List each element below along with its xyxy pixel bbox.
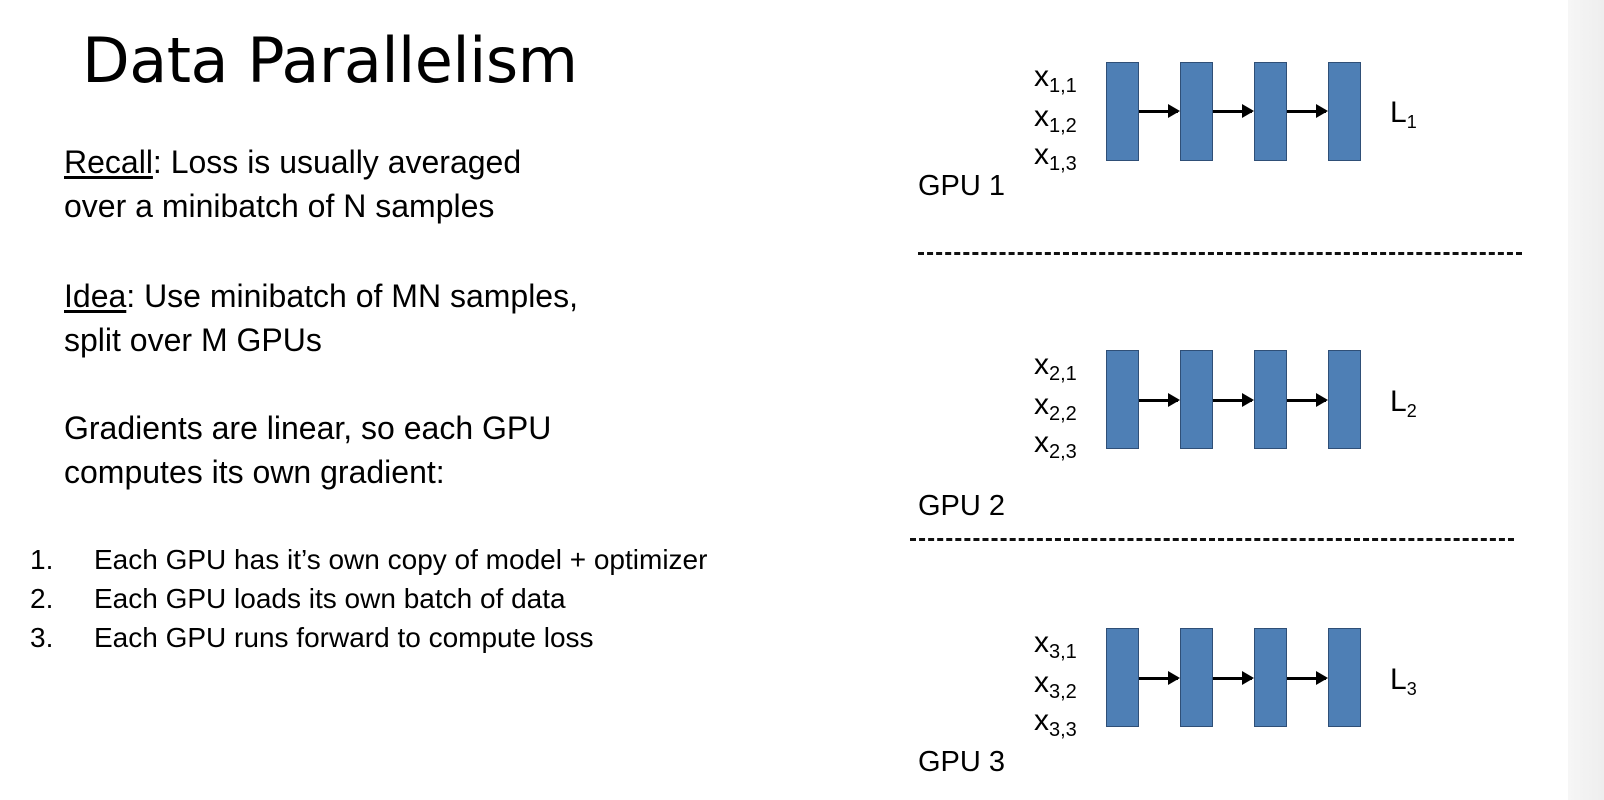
- step-text: Each GPU loads its own batch of data: [94, 583, 566, 614]
- gpu-1-layer-2: [1180, 62, 1213, 161]
- gpu-2-input-2: x2,2: [1034, 388, 1077, 425]
- gpu-3-layer-2: [1180, 628, 1213, 727]
- recall-line-1: Recall: Loss is usually averaged: [64, 140, 784, 184]
- idea-line-1: Idea: Use minibatch of MN samples,: [64, 274, 784, 318]
- input-subscript: 1,1: [1049, 75, 1077, 97]
- loss-subscript: 3: [1406, 679, 1417, 699]
- idea-paragraph: Idea: Use minibatch of MN samples, split…: [64, 274, 784, 362]
- idea-label: Idea: [64, 278, 127, 314]
- input-subscript: 2,3: [1049, 441, 1077, 463]
- gpu-2-arrow-1: [1139, 393, 1180, 407]
- gpu-3-input-3: x3,3: [1034, 704, 1077, 741]
- gpu-3-layer-3: [1254, 628, 1287, 727]
- slide-right-edge: [1568, 0, 1604, 800]
- idea-text-1: : Use minibatch of MN samples,: [126, 278, 578, 314]
- gpu-1-input-3: x1,3: [1034, 138, 1077, 175]
- steps-list: 1. Each GPU has it’s own copy of model + …: [30, 540, 820, 657]
- gpu-3-arrow-1: [1139, 671, 1180, 685]
- recall-line-2: over a minibatch of N samples: [64, 188, 495, 224]
- gpu-2-layer-1: [1106, 350, 1139, 449]
- gpu-2-input-1: x2,1: [1034, 348, 1077, 385]
- gpu-3-arrow-2: [1213, 671, 1254, 685]
- gpu-1-input-2: x1,2: [1034, 100, 1077, 137]
- step-number: 3.: [30, 622, 54, 653]
- gpu-1-arrow-2: [1213, 104, 1254, 118]
- gpu-3-input-1: x3,1: [1034, 626, 1077, 663]
- gpu-3-layer-1: [1106, 628, 1139, 727]
- gpu-2-loss: L2: [1390, 385, 1417, 421]
- gpu-2-arrow-2: [1213, 393, 1254, 407]
- input-symbol: x: [1034, 60, 1049, 93]
- loss-symbol: L: [1390, 385, 1407, 418]
- input-symbol: x: [1034, 348, 1049, 381]
- gpu-1-layer-3: [1254, 62, 1287, 161]
- gpu-2-label: GPU 2: [918, 490, 1006, 522]
- input-symbol: x: [1034, 704, 1049, 737]
- gpu-1-arrow-3: [1287, 104, 1328, 118]
- gpu-3-arrow-3: [1287, 671, 1328, 685]
- input-subscript: 1,3: [1049, 153, 1077, 175]
- input-subscript: 3,1: [1049, 641, 1077, 663]
- recall-paragraph: Recall: Loss is usually averaged over a …: [64, 140, 784, 228]
- slide-title: Data Parallelism: [82, 24, 578, 97]
- loss-subscript: 1: [1406, 112, 1417, 132]
- gpu-2-layer-3: [1254, 350, 1287, 449]
- gpu-3-input-2: x3,2: [1034, 666, 1077, 703]
- recall-label: Recall: [64, 144, 153, 180]
- loss-subscript: 2: [1406, 401, 1417, 421]
- gradients-paragraph: Gradients are linear, so each GPU comput…: [64, 406, 784, 494]
- input-symbol: x: [1034, 100, 1049, 133]
- input-symbol: x: [1034, 666, 1049, 699]
- gpu-3-layer-4: [1328, 628, 1361, 727]
- loss-symbol: L: [1390, 663, 1407, 696]
- input-symbol: x: [1034, 626, 1049, 659]
- step-number: 2.: [30, 583, 54, 614]
- step-text: Each GPU has it’s own copy of model + op…: [94, 544, 708, 575]
- input-subscript: 2,1: [1049, 363, 1077, 385]
- gradients-line-1: Gradients are linear, so each GPU: [64, 410, 552, 446]
- gpu-3-loss: L3: [1390, 663, 1417, 699]
- step-number: 1.: [30, 544, 54, 575]
- gpu-1-loss: L1: [1390, 96, 1417, 132]
- gpu-1-input-1: x1,1: [1034, 60, 1077, 97]
- gpu-2-arrow-3: [1287, 393, 1328, 407]
- gpu-1-layer-4: [1328, 62, 1361, 161]
- recall-text-1: : Loss is usually averaged: [152, 144, 522, 180]
- gpu-divider-2: [910, 538, 1514, 541]
- input-subscript: 1,2: [1049, 115, 1077, 137]
- gpu-2-input-3: x2,3: [1034, 426, 1077, 463]
- gpu-1-arrow-1: [1139, 104, 1180, 118]
- input-symbol: x: [1034, 138, 1049, 171]
- loss-symbol: L: [1390, 96, 1407, 129]
- step-item: 3. Each GPU runs forward to compute loss: [30, 618, 820, 657]
- gpu-3-label: GPU 3: [918, 746, 1006, 778]
- gradients-line-2: computes its own gradient:: [64, 454, 445, 490]
- input-subscript: 2,2: [1049, 403, 1077, 425]
- gpu-2-layer-2: [1180, 350, 1213, 449]
- idea-line-2: split over M GPUs: [64, 322, 322, 358]
- gpu-1-label: GPU 1: [918, 170, 1006, 202]
- input-symbol: x: [1034, 388, 1049, 421]
- gpu-1-layer-1: [1106, 62, 1139, 161]
- input-symbol: x: [1034, 426, 1049, 459]
- input-subscript: 3,2: [1049, 681, 1077, 703]
- step-text: Each GPU runs forward to compute loss: [94, 622, 594, 653]
- gpu-divider-1: [918, 252, 1522, 255]
- step-item: 2. Each GPU loads its own batch of data: [30, 579, 820, 618]
- step-item: 1. Each GPU has it’s own copy of model + …: [30, 540, 820, 579]
- input-subscript: 3,3: [1049, 719, 1077, 741]
- gpu-2-layer-4: [1328, 350, 1361, 449]
